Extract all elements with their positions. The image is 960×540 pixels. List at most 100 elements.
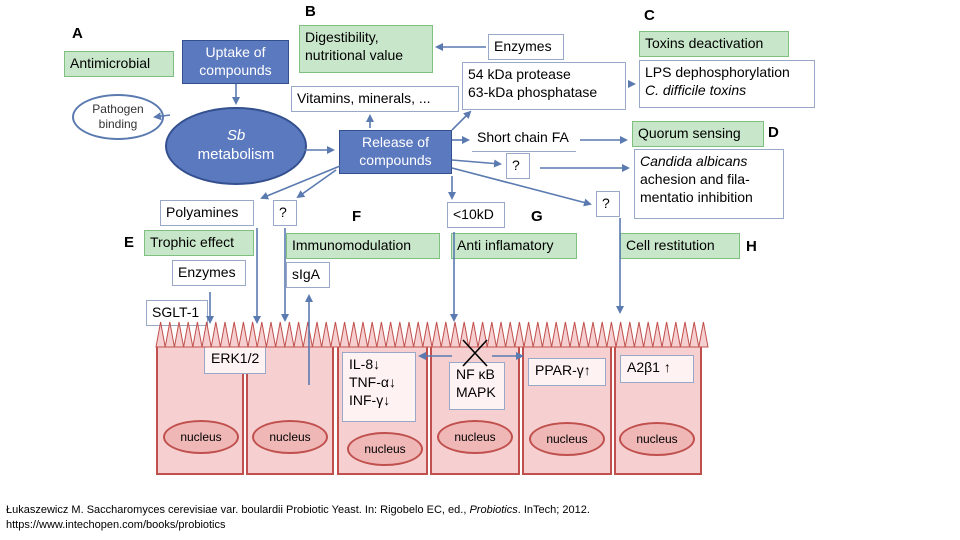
question-box-2: ? [596, 191, 620, 217]
nucleus-3: nucleus [347, 432, 423, 466]
microvillus [560, 321, 571, 348]
label-b: B [305, 3, 316, 20]
immunomodulation-box: Immunomodulation [286, 233, 440, 259]
microvillus [219, 321, 231, 348]
microvillus [311, 321, 323, 348]
microvillus [412, 321, 424, 348]
microvillus [238, 321, 249, 348]
microvillus [486, 321, 498, 348]
microvillus [256, 321, 268, 348]
pathogen-line2: binding [98, 117, 138, 131]
microvillus [403, 321, 415, 348]
microvillus [624, 321, 636, 348]
microvillus [514, 321, 525, 348]
lps-box: LPS dephosphorylation C. difficile toxin… [639, 60, 815, 108]
microvillus [679, 321, 691, 348]
inhibition-cross [462, 339, 488, 367]
microvillus [293, 321, 304, 348]
cytokines-box: IL-8↓ TNF-α↓ INF-γ↓ [342, 352, 416, 422]
arrow-metabolism-to-pathogen [153, 112, 171, 121]
microvillus [320, 321, 332, 348]
microvillus [274, 321, 286, 348]
trophic-effect-box: Trophic effect [144, 230, 254, 256]
microvillus [633, 321, 645, 348]
inf-label: INF-γ↓ [349, 392, 391, 408]
microvillus [596, 321, 608, 348]
question-box-3: ? [273, 200, 297, 226]
label-f: F [352, 208, 362, 225]
protease-line2: 63-kDa phosphatase [468, 84, 598, 100]
microvillus [661, 321, 672, 348]
candida-box: Candida albicans achesion and fila- ment… [634, 149, 784, 219]
question-box-1: ? [506, 153, 530, 179]
microvillus [228, 321, 240, 348]
microvillus [182, 321, 194, 348]
microvillus [587, 321, 599, 348]
citation-line1-post: . InTech; 2012. [517, 504, 590, 516]
lps-line1: LPS dephosphorylation [645, 64, 790, 80]
uptake-box: Uptake of compounds [182, 40, 289, 84]
erk-box: ERK1/2 [204, 346, 266, 374]
sb-line1: Sb [226, 127, 246, 144]
nfkb-label: NF κB [456, 366, 495, 382]
microvillus [523, 321, 534, 348]
arrow-release-to-question1 [451, 159, 502, 168]
mapk-label: MAPK [456, 384, 496, 400]
microvillus [173, 321, 185, 348]
microvillus [210, 321, 222, 348]
pathogen-binding-ellipse: Pathogen binding [72, 94, 164, 140]
microvillus [698, 321, 709, 348]
arrow-release-to-protease [451, 110, 472, 131]
microvillus [670, 321, 682, 348]
microvillus [495, 321, 507, 348]
short-chain-fa-box: Short chain FA [472, 126, 576, 152]
microvilli-border [155, 321, 709, 348]
microvillus [652, 321, 663, 348]
sglt1-box: SGLT-1 [146, 300, 208, 326]
antimicrobial-box: Antimicrobial [64, 51, 174, 77]
microvillus [348, 321, 360, 348]
microvillus [164, 321, 176, 348]
sb-line2: metabolism [197, 146, 275, 163]
microvillus [440, 321, 452, 348]
microvillus [504, 321, 516, 348]
enzymes-bottom-box: Enzymes [172, 260, 246, 286]
microvillus [339, 321, 350, 348]
label-a: A [72, 25, 83, 42]
microvillus [330, 321, 341, 348]
ppar-box: PPAR-γ↑ [528, 358, 606, 386]
microvillus [302, 321, 314, 348]
polyamines-box: Polyamines [160, 200, 254, 226]
microvillus [431, 321, 442, 348]
citation: Łukaszewicz M. Saccharomyces cerevisiae … [6, 503, 590, 533]
uptake-line2: compounds [199, 62, 272, 78]
microvillus [688, 321, 700, 348]
microvillus [394, 321, 406, 348]
nucleus-6: nucleus [619, 422, 695, 456]
microvillus [192, 321, 203, 348]
vitamins-box: Vitamins, minerals, ... [291, 86, 459, 112]
digestibility-line2: nutritional value [305, 47, 404, 63]
release-box: Release of compounds [339, 130, 452, 174]
label-h: H [746, 238, 757, 255]
microvillus [606, 321, 617, 348]
siga-box: sIgA [286, 262, 330, 288]
tnf-label: TNF-α↓ [349, 374, 396, 390]
microvillus [422, 321, 433, 348]
microvillus [550, 321, 562, 348]
sb-metabolism-ellipse: Sb metabolism [165, 107, 307, 185]
microvillus [366, 321, 378, 348]
microvillus [468, 321, 479, 348]
arrow-release-to-question3 [296, 169, 337, 199]
microvillus [265, 321, 277, 348]
citation-line2: https://www.intechopen.com/books/probiot… [6, 519, 226, 531]
microvillus [458, 321, 470, 348]
nucleus-4: nucleus [437, 420, 513, 454]
microvillus [615, 321, 626, 348]
microvillus [578, 321, 590, 348]
microvillus [642, 321, 654, 348]
label-d: D [768, 124, 779, 141]
nucleus-2: nucleus [252, 420, 328, 454]
a2b1-box: A2β1 ↑ [620, 355, 694, 383]
arrow-release-to-polyamines [260, 165, 341, 200]
